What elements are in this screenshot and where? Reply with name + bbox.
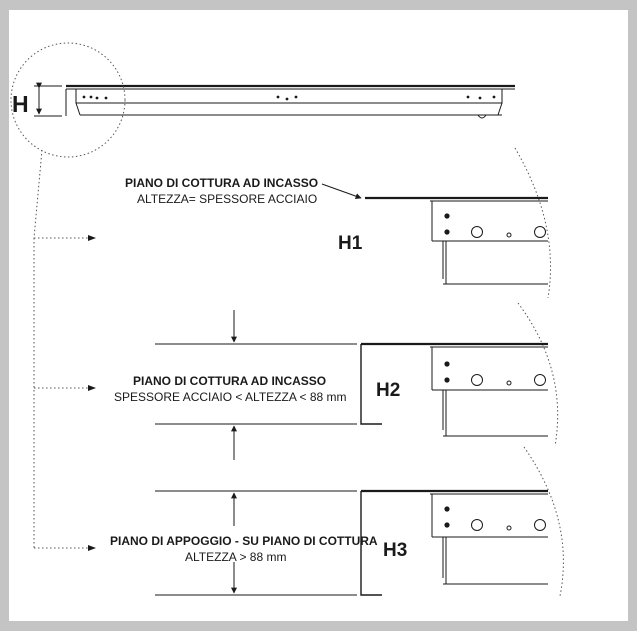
detail-h2-support (360, 344, 382, 425)
magnifier-arcs (514, 147, 564, 597)
detail-h1-holes (444, 213, 450, 235)
h1-pointer-arrow (321, 183, 362, 199)
overview-h-label: H (12, 91, 29, 117)
leader-lines (33, 149, 88, 549)
detail-h3-holes (444, 506, 450, 528)
leader-arrowheads (88, 235, 96, 551)
h2-caption: SPESSORE ACCIAIO < ALTEZZA < 88 mm (114, 390, 347, 404)
magnifier-circle (10, 42, 126, 158)
detail-h2-dimension (155, 310, 357, 460)
h2-title: PIANO DI COTTURA AD INCASSO (133, 374, 326, 388)
h3-caption: ALTEZZA > 88 mm (185, 550, 286, 564)
h1-label: H1 (338, 233, 363, 254)
detail-h3-dimension (155, 490, 357, 596)
detail-h2 (361, 342, 548, 437)
hob-overview (65, 84, 515, 119)
h1-caption: ALTEZZA= SPESSORE ACCIAIO (137, 192, 317, 206)
h3-label: H3 (383, 540, 407, 561)
detail-h2-holes (444, 361, 450, 383)
h2-label: H2 (376, 380, 400, 401)
detail-h1 (365, 196, 548, 285)
h3-title: PIANO DI APPOGGIO - SU PIANO DI COTTURA (110, 534, 378, 548)
detail-h3 (361, 489, 548, 585)
detail-h3-support (360, 491, 382, 596)
overview-dimension (34, 82, 62, 117)
h1-title: PIANO DI COTTURA AD INCASSO (125, 176, 318, 190)
diagram-sheet (9, 10, 628, 621)
hob-overview-holes (82, 95, 496, 101)
